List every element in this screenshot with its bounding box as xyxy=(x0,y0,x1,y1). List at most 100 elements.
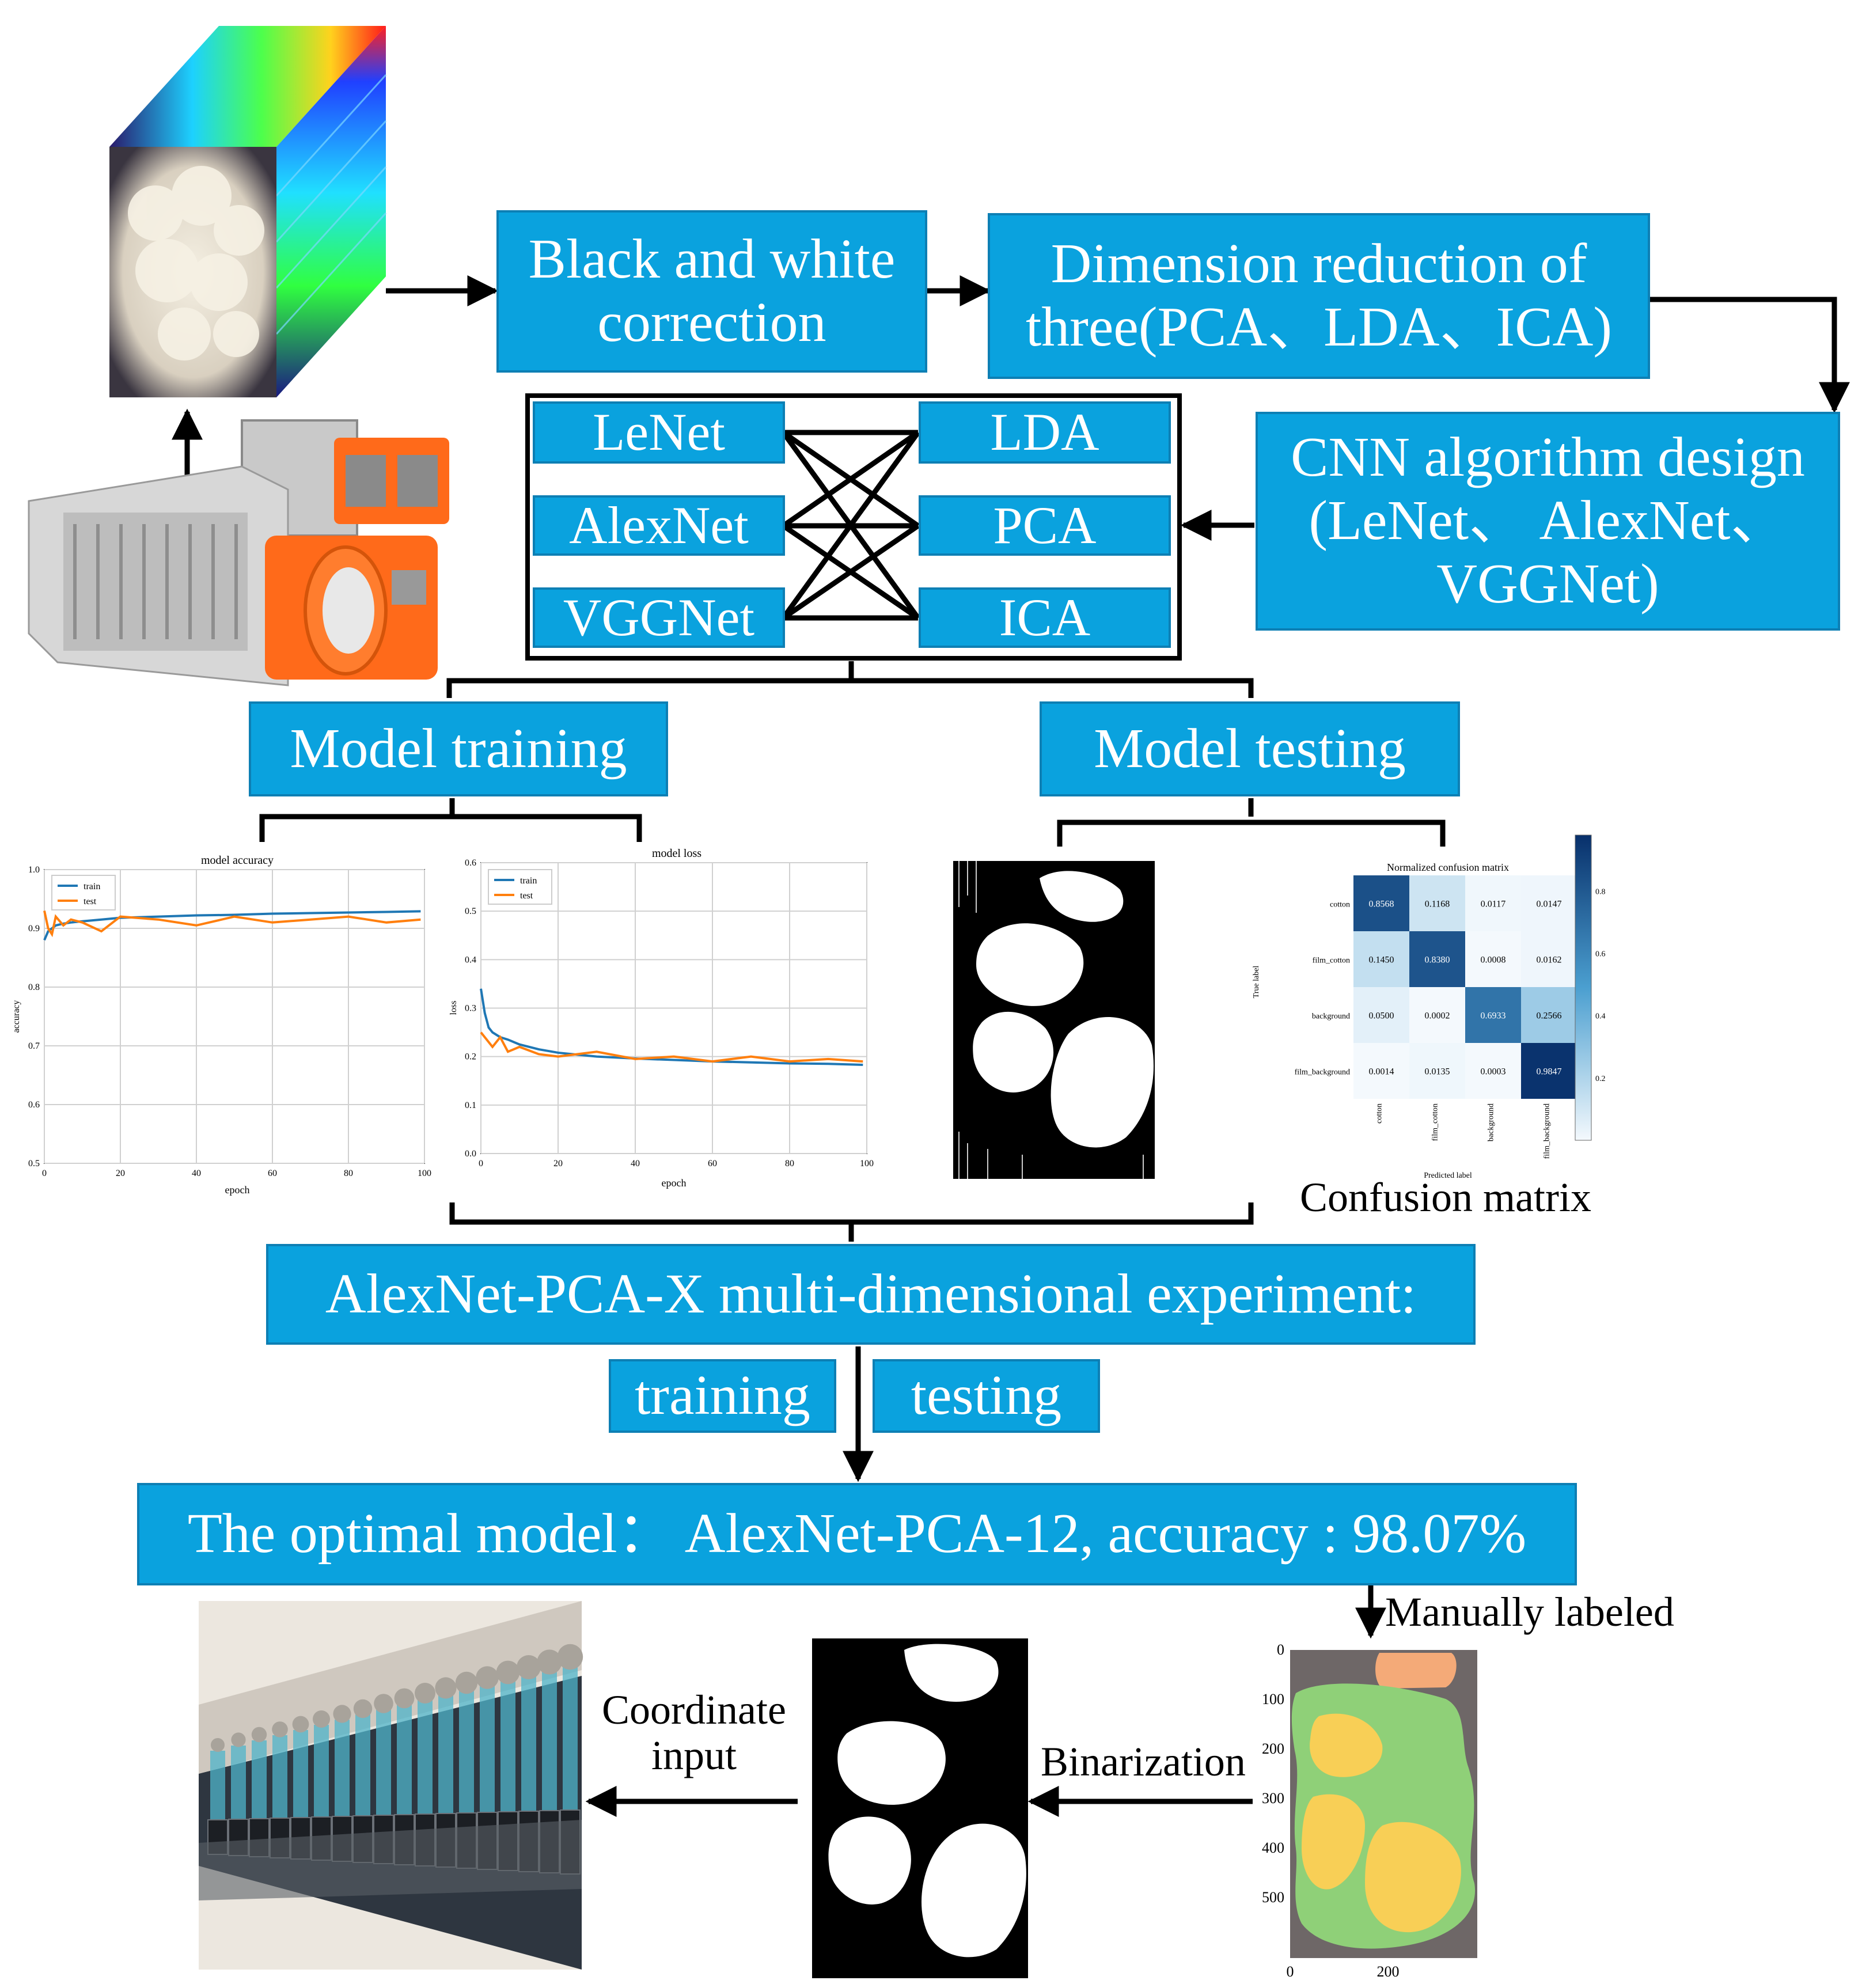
loss-x-tick: 20 xyxy=(553,1159,563,1168)
machine-nozzle xyxy=(496,1660,520,1685)
machine-nozzle xyxy=(517,1655,541,1679)
confusion-cell xyxy=(1353,931,1409,987)
combination-matrix xyxy=(525,393,1182,661)
combination-lines xyxy=(781,430,920,621)
confusion-cell-value: 0.1450 xyxy=(1369,955,1394,965)
accuracy-y-tick: 0.7 xyxy=(28,1041,40,1051)
lenet-box: LeNet xyxy=(533,401,785,464)
confusion-cell-value: 0.0147 xyxy=(1537,900,1562,909)
cnn-design-box: CNN algorithm design (LeNet、 AlexNet、 VG… xyxy=(1256,412,1840,631)
machine-nozzle xyxy=(251,1727,267,1743)
accuracy-legend-test: test xyxy=(84,897,97,906)
accuracy-x-tick: 20 xyxy=(116,1168,125,1178)
loss-legend-train: train xyxy=(520,876,537,886)
confusion-cell xyxy=(1465,987,1521,1043)
accuracy-x-tick: 60 xyxy=(268,1168,277,1178)
alexnet-box: AlexNet xyxy=(533,495,785,556)
confusion-cell-value: 0.8380 xyxy=(1425,955,1450,965)
machine-nozzle xyxy=(272,1721,288,1737)
loss-x-tick: 80 xyxy=(785,1159,794,1168)
coordinate-input-label: Coordinate input xyxy=(602,1687,786,1779)
hyperspectral-camera-image xyxy=(28,419,449,686)
confusion-cell-value: 0.1168 xyxy=(1425,900,1450,909)
loss-y-tick: 0.6 xyxy=(465,858,476,868)
machine-nozzle xyxy=(537,1649,562,1675)
model-training-box: Model training xyxy=(249,701,668,796)
confusion-cell xyxy=(1465,931,1521,987)
confusion-title: Normalized confusion matrix xyxy=(1387,862,1509,873)
black-white-correction-label: Black and white correction xyxy=(528,228,896,354)
dimension-reduction-label: Dimension reduction of three(PCA、LDA、ICA… xyxy=(1026,233,1612,358)
machine-tube xyxy=(314,1725,329,1823)
confusion-row-label: film_cotton xyxy=(1313,957,1350,965)
confusion-cell-value: 0.0117 xyxy=(1481,900,1505,909)
manually-labeled-label: Manually labeled xyxy=(1385,1589,1674,1635)
loss-y-tick: 0.1 xyxy=(465,1101,476,1110)
machine-nozzle xyxy=(557,1644,583,1670)
bracket-merge xyxy=(449,1202,1254,1242)
bracket-matrix-split xyxy=(446,661,1254,698)
training-box: training xyxy=(609,1359,836,1433)
machine-nozzle xyxy=(394,1688,415,1709)
confusion-row-label: film_background xyxy=(1295,1068,1350,1077)
label-map-y-tick: 400 xyxy=(1262,1839,1284,1856)
loss-series-test xyxy=(480,1031,863,1063)
model-testing-box: Model testing xyxy=(1040,701,1460,796)
confusion-cell-value: 0.9847 xyxy=(1537,1067,1562,1077)
machine-tube xyxy=(459,1689,474,1819)
binarized-image xyxy=(812,1638,1028,1978)
loss-series-train xyxy=(480,988,863,1066)
dimension-reduction-box: Dimension reduction of three(PCA、LDA、ICA… xyxy=(988,213,1650,379)
confusion-cell xyxy=(1409,931,1465,987)
bracket-testing-split xyxy=(1057,798,1446,847)
loss-xlabel: epoch xyxy=(662,1177,687,1189)
confusion-col-label: cotton xyxy=(1375,1103,1384,1124)
confusion-cell xyxy=(1353,987,1409,1043)
confusion-cell xyxy=(1521,875,1577,931)
confusion-cell xyxy=(1409,875,1465,931)
confusion-cell-value: 0.0003 xyxy=(1481,1067,1506,1077)
loss-chart-title: model loss xyxy=(652,847,701,860)
accuracy-y-tick: 1.0 xyxy=(28,865,40,875)
machine-tube xyxy=(335,1720,350,1822)
accuracy-y-tick: 0.8 xyxy=(28,982,40,992)
bracket-training-split xyxy=(259,798,642,842)
pca-box: PCA xyxy=(919,495,1171,556)
machine-nozzle xyxy=(333,1705,351,1723)
loss-y-tick: 0.4 xyxy=(465,955,476,965)
confusion-cell xyxy=(1409,987,1465,1043)
machine-tube xyxy=(500,1678,515,1818)
machine-nozzle xyxy=(374,1694,393,1713)
confusion-cell xyxy=(1521,1043,1577,1099)
confusion-cell-value: 0.0135 xyxy=(1425,1067,1450,1077)
segmentation-result-image xyxy=(953,861,1155,1179)
accuracy-legend xyxy=(51,875,116,910)
loss-y-tick: 0.3 xyxy=(465,1004,476,1014)
confusion-colorbar-tick: 0.4 xyxy=(1595,1012,1606,1021)
accuracy-x-tick: 0 xyxy=(42,1168,47,1178)
machine-tube xyxy=(418,1699,433,1820)
label-map-y-tick: 100 xyxy=(1262,1691,1284,1708)
vggnet-label: VGGNet xyxy=(563,587,755,647)
machine-nozzle xyxy=(292,1716,309,1733)
confusion-cell-value: 0.2566 xyxy=(1537,1011,1562,1021)
alexnet-experiment-box: AlexNet-PCA-X multi-dimensional experime… xyxy=(266,1244,1476,1345)
machine-nozzle xyxy=(231,1732,246,1747)
accuracy-ylabel: accuracy xyxy=(12,1000,21,1033)
accuracy-x-tick: 100 xyxy=(418,1168,431,1178)
machine-tube xyxy=(542,1668,557,1816)
accuracy-chart-title: model accuracy xyxy=(201,854,274,867)
accuracy-series-test xyxy=(43,910,421,938)
label-map-y-tick: 0 xyxy=(1277,1641,1284,1658)
sorting-machine-image xyxy=(199,1601,583,1970)
lda-label: LDA xyxy=(990,403,1099,462)
loss-legend-test: test xyxy=(520,891,533,901)
machine-tube xyxy=(272,1735,287,1824)
label-map-x-tick: 200 xyxy=(1377,1963,1400,1980)
confusion-cell xyxy=(1521,987,1577,1043)
confusion-cell xyxy=(1521,931,1577,987)
accuracy-y-tick: 0.9 xyxy=(28,924,40,934)
testing-box: testing xyxy=(873,1359,1100,1433)
machine-tube xyxy=(293,1730,308,1823)
